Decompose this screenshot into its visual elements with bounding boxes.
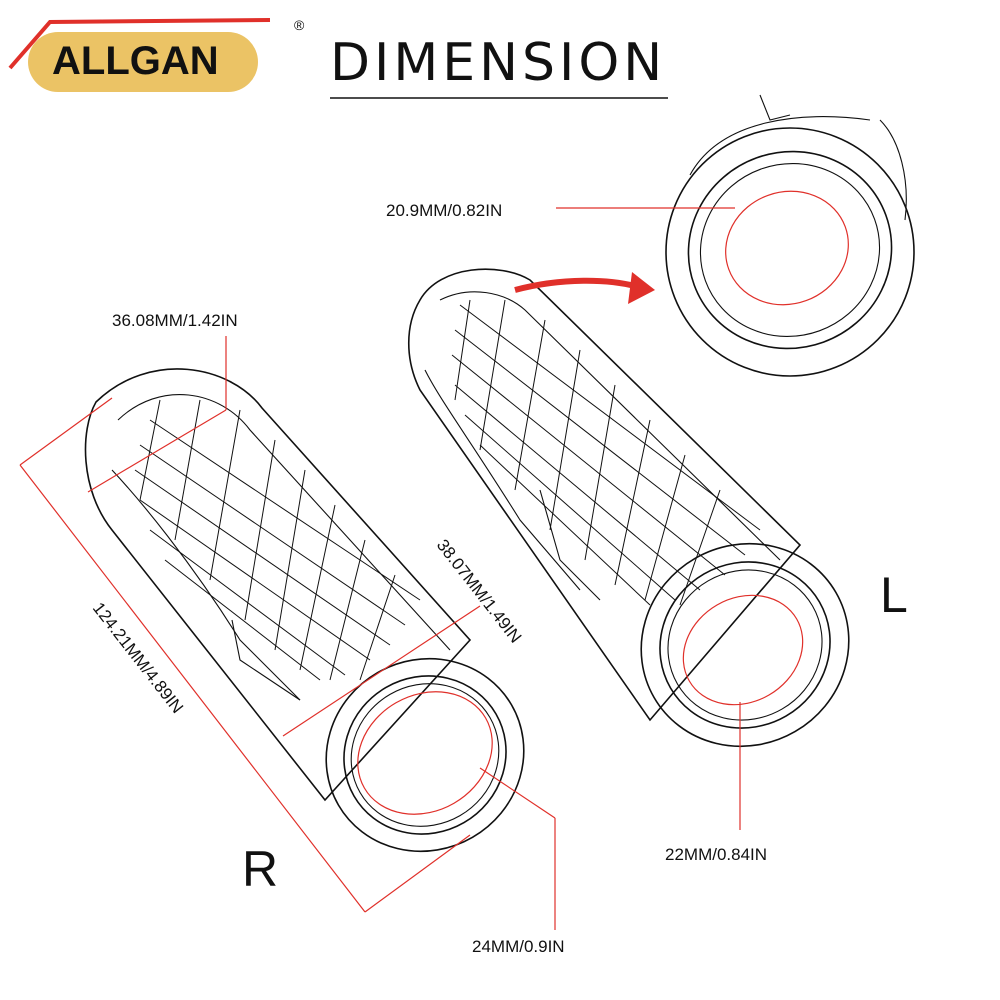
registered-mark: ®: [294, 17, 305, 33]
detail-inner-bore: [725, 190, 849, 306]
detail-magnifier: [665, 94, 915, 377]
page-title: DIMENSION: [330, 33, 666, 93]
detail-circle: [665, 127, 915, 377]
logo-text: ALLGAN: [52, 39, 219, 83]
left-grip-body: [407, 268, 802, 722]
logo-red-underline: [8, 18, 271, 70]
left-inner-label: 22MM/0.84IN: [665, 845, 767, 864]
left-grip-inner-bore: [682, 594, 804, 706]
left-grip-drawing: [407, 268, 850, 748]
right-grip-body: [84, 368, 472, 802]
dimension-lines: [19, 207, 741, 930]
body-diameter-label: 38.07MM/1.49IN: [433, 536, 525, 647]
detail-inner-label: 20.9MM/0.82IN: [386, 201, 502, 220]
right-inner-label: 24MM/0.9IN: [472, 937, 565, 956]
magnify-arrow: [514, 272, 655, 304]
end-diameter-label: 36.08MM/1.42IN: [112, 311, 238, 330]
arrow-head-icon: [628, 272, 655, 304]
right-grip-texture: [134, 399, 421, 681]
right-side-label: R: [242, 841, 278, 897]
length-label: 124.21MM/4.89IN: [89, 599, 187, 717]
right-grip-drawing: [84, 368, 525, 853]
right-grip-end-outer: [325, 657, 525, 853]
brand-logo: ALLGAN ®: [8, 17, 305, 92]
logo-badge: [28, 32, 258, 92]
left-side-label: L: [880, 567, 908, 623]
left-grip-end-outer: [640, 542, 850, 748]
left-grip-texture: [451, 299, 761, 606]
right-grip-inner-bore: [357, 691, 493, 815]
